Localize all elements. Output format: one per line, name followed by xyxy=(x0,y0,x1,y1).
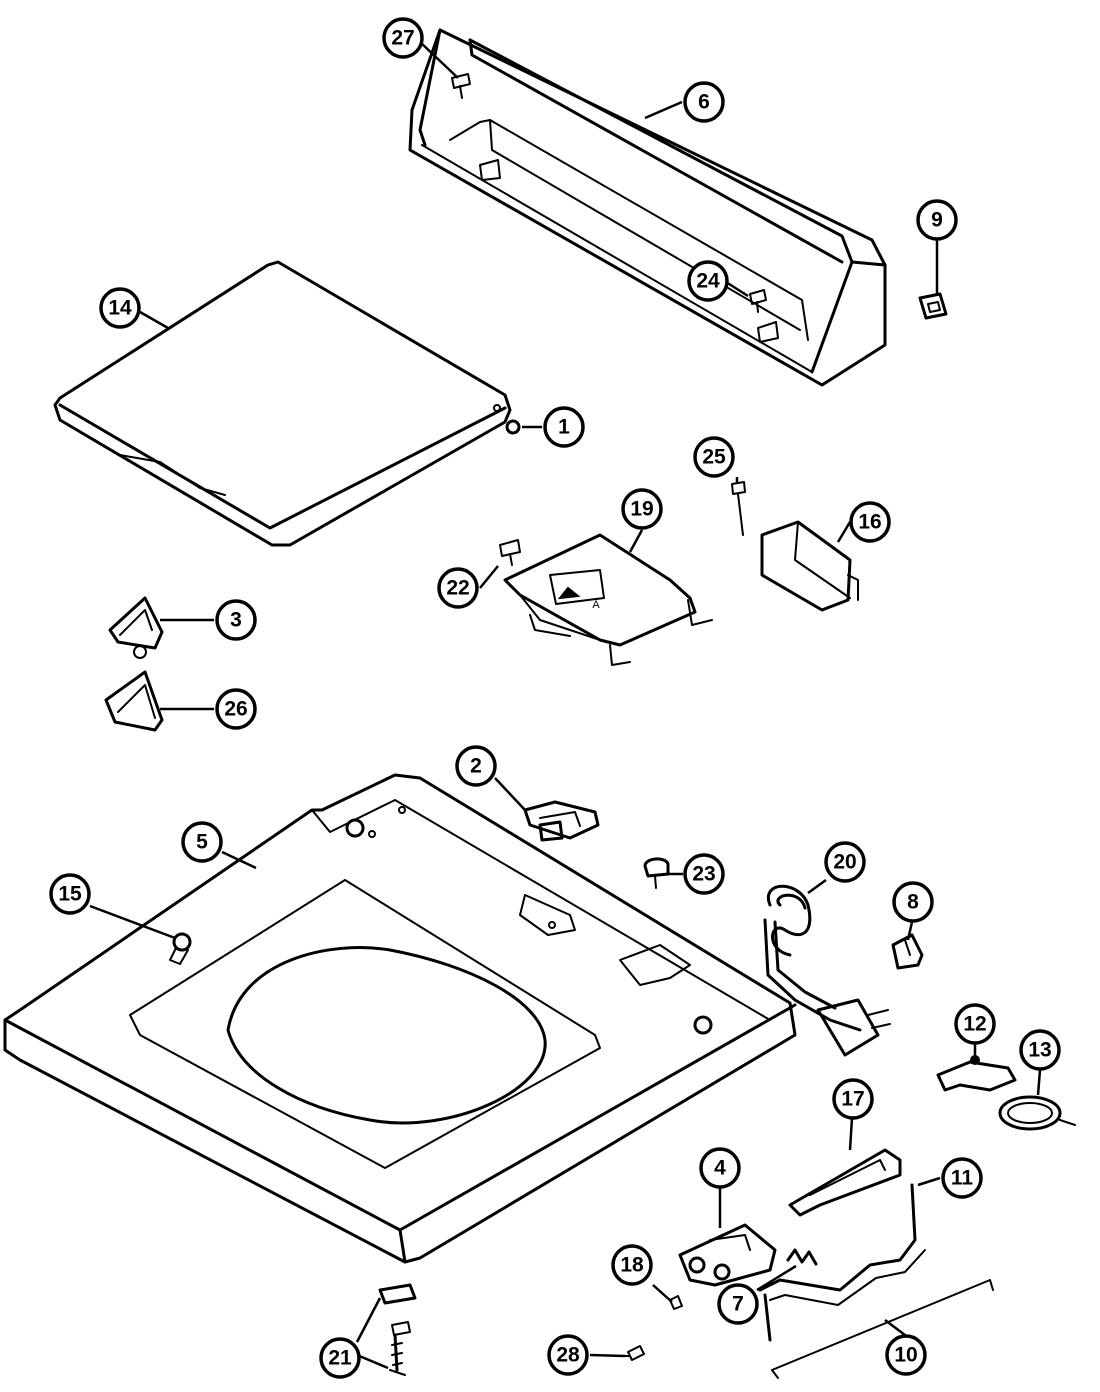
callout-12: 12 xyxy=(954,1003,996,1045)
callout-10: 10 xyxy=(885,1334,927,1376)
part-gasket-26 xyxy=(104,670,164,732)
part-spring-7 xyxy=(786,1248,818,1266)
callout-label: 23 xyxy=(692,863,715,886)
callout-label: 18 xyxy=(620,1254,644,1277)
callout-2: 2 xyxy=(455,745,497,787)
callout-18: 18 xyxy=(611,1244,653,1286)
part-12 xyxy=(936,1055,1017,1092)
callout-20: 20 xyxy=(824,841,866,883)
part-screw-22 xyxy=(499,539,521,566)
callout-4: 4 xyxy=(699,1147,741,1189)
callout-26: 26 xyxy=(215,688,257,730)
part-screw-18 xyxy=(669,1295,683,1310)
callout-21: 21 xyxy=(319,1337,361,1379)
callout-label: 9 xyxy=(931,209,943,232)
leader-lines xyxy=(89,41,1042,1370)
callout-24: 24 xyxy=(687,260,729,302)
callout-label: 11 xyxy=(951,1167,974,1190)
callout-9: 9 xyxy=(916,199,958,241)
callout-label: 6 xyxy=(698,91,710,114)
part-bumper-15 xyxy=(169,932,192,965)
part-console-panel xyxy=(408,28,887,387)
part-4 xyxy=(678,1223,777,1287)
part-power-cord-20 xyxy=(763,884,891,1057)
part-11 xyxy=(758,1183,926,1342)
callout-15: 15 xyxy=(49,873,91,915)
callout-11: 11 xyxy=(941,1157,983,1199)
part-plug-23 xyxy=(643,857,670,889)
part-screw-25 xyxy=(731,481,746,536)
callout-label: 4 xyxy=(714,1157,726,1180)
part-screw-28 xyxy=(623,1345,645,1361)
part-latch-2 xyxy=(523,800,600,842)
callout-label: 22 xyxy=(446,577,469,600)
part-screw-27 xyxy=(451,73,471,99)
callout-label: 15 xyxy=(58,883,82,906)
callout-14: 14 xyxy=(99,287,141,329)
callout-label: 3 xyxy=(230,609,242,632)
part-17 xyxy=(788,1148,902,1217)
part-8 xyxy=(891,933,924,970)
callout-label: 5 xyxy=(196,831,208,854)
part-lid xyxy=(53,260,512,547)
callout-label: 16 xyxy=(858,511,881,534)
callout-label: 10 xyxy=(894,1344,917,1367)
group-bracket-10 xyxy=(771,1279,994,1379)
callout-13: 13 xyxy=(1019,1029,1061,1071)
callout-22: 22 xyxy=(437,567,479,609)
callout-label: 20 xyxy=(833,851,856,874)
callout-16: 16 xyxy=(849,501,891,543)
callout-17: 17 xyxy=(832,1078,874,1120)
callout-25: 25 xyxy=(693,436,735,478)
callout-label: 12 xyxy=(963,1013,986,1036)
part-ring-13 xyxy=(998,1095,1076,1131)
callout-5: 5 xyxy=(181,821,223,863)
callout-1: 1 xyxy=(543,406,585,448)
callout-label: 2 xyxy=(470,755,482,778)
callout-label: 27 xyxy=(391,27,414,50)
callout-28: 28 xyxy=(547,1334,589,1376)
callout-label: 19 xyxy=(630,498,653,521)
callout-label: 17 xyxy=(841,1088,864,1111)
callout-label: 8 xyxy=(907,891,919,914)
part-switch-16 xyxy=(760,520,859,612)
callout-label: 14 xyxy=(108,297,132,320)
callout-27: 27 xyxy=(382,17,424,59)
callouts: 27 6 9 24 14 1 25 16 19 22 3 26 2 5 23 2… xyxy=(49,17,1061,1379)
callout-6: 6 xyxy=(683,81,725,123)
callout-7: 7 xyxy=(717,1283,759,1325)
callout-label: 7 xyxy=(732,1293,744,1316)
callout-label: 25 xyxy=(702,446,726,469)
part-top-panel xyxy=(3,773,797,1264)
svg-text:A: A xyxy=(592,599,600,611)
callout-8: 8 xyxy=(892,881,934,923)
callout-label: 24 xyxy=(696,270,720,293)
part-clip-21 xyxy=(378,1283,417,1376)
callout-label: 1 xyxy=(558,416,570,439)
part-clip-9 xyxy=(918,292,948,320)
part-screw-24 xyxy=(749,289,767,313)
part-bracket-19: A xyxy=(503,533,713,666)
part-hinge-3 xyxy=(108,596,164,659)
callout-23: 23 xyxy=(683,853,725,895)
callout-label: 13 xyxy=(1028,1039,1051,1062)
part-bumper-1 xyxy=(505,419,521,435)
callout-label: 28 xyxy=(556,1344,580,1367)
callout-3: 3 xyxy=(215,599,257,641)
callout-19: 19 xyxy=(621,488,663,530)
callout-label: 26 xyxy=(224,698,247,721)
callout-label: 21 xyxy=(328,1347,352,1370)
